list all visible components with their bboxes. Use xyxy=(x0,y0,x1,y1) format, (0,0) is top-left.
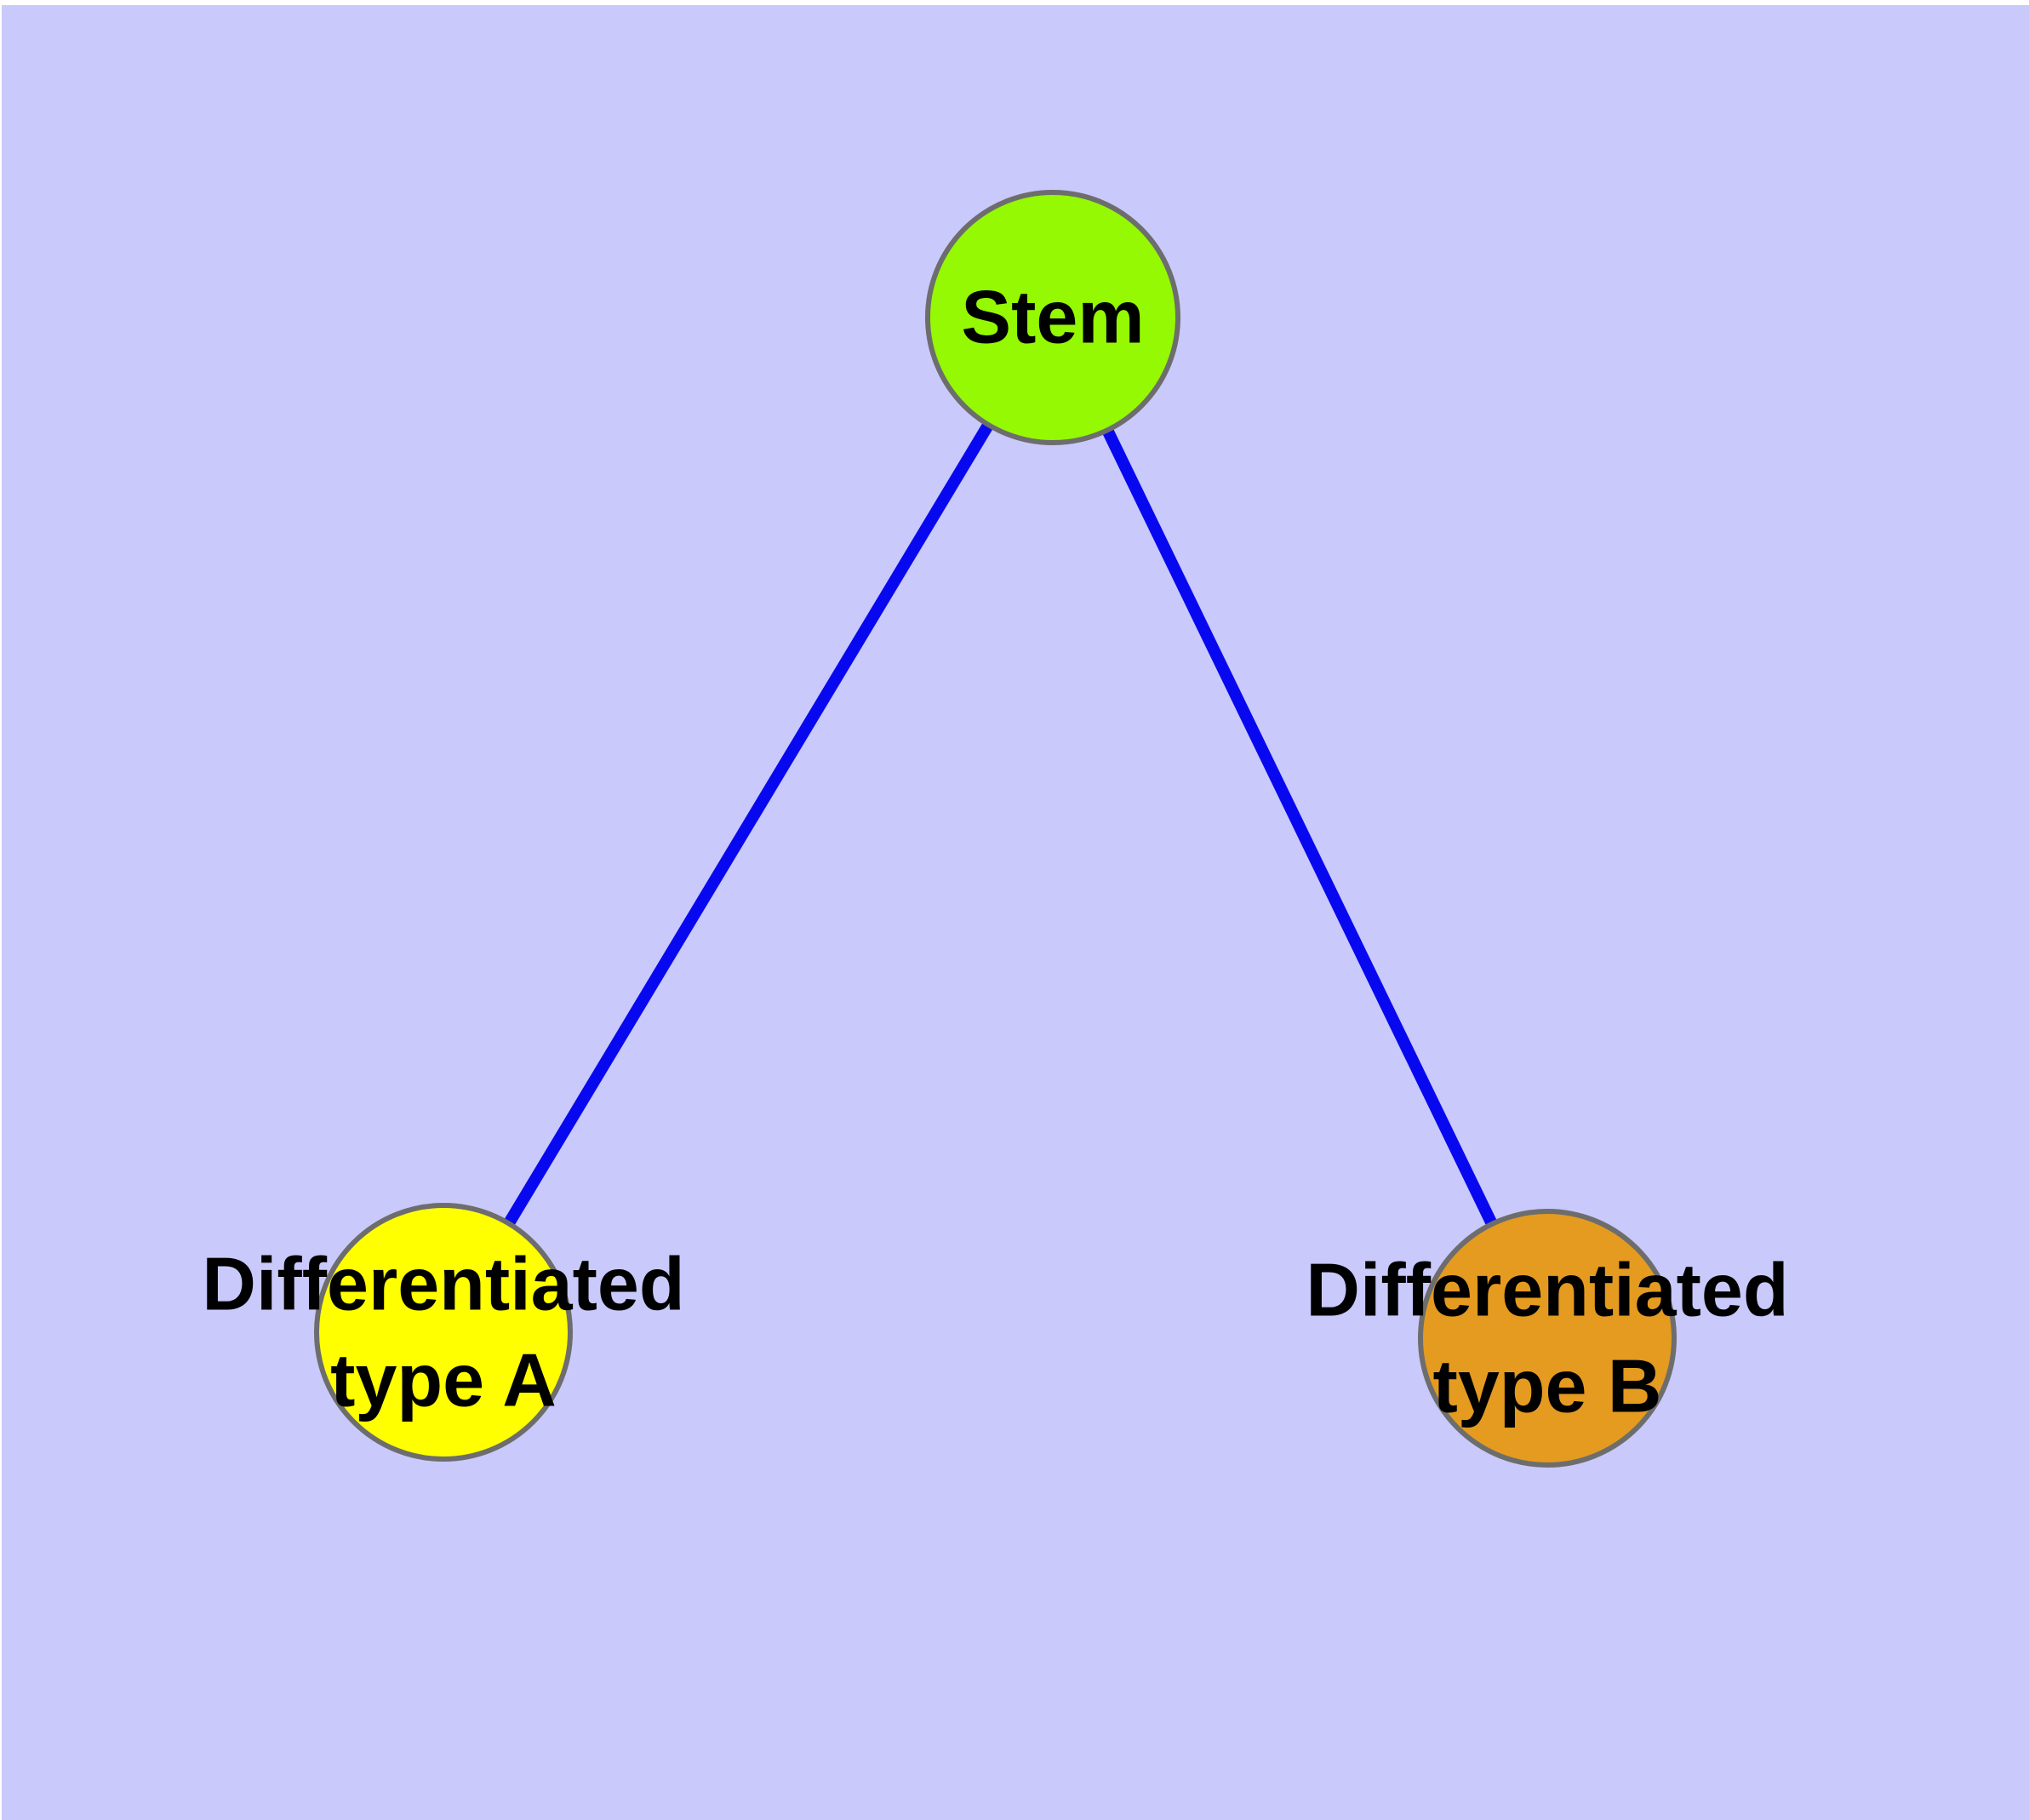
edge-stem-to-type-a xyxy=(437,314,1059,1336)
node-differentiated-type-b-label-line1: Differentiated xyxy=(1306,1247,1789,1332)
edge-stem-to-type-b xyxy=(1047,314,1553,1342)
node-differentiated-type-b-label: Differentiated type B xyxy=(1306,1242,1788,1434)
figure-left-margin xyxy=(0,0,2,1820)
figure-top-margin xyxy=(0,0,2029,5)
node-differentiated-type-a-label-line1: Differentiated xyxy=(202,1241,685,1326)
node-stem-label: Stem xyxy=(961,270,1144,366)
node-differentiated-type-b: Differentiated type B xyxy=(1306,1209,1789,1468)
node-stem: Stem xyxy=(925,190,1180,445)
node-differentiated-type-b-label-line2: type B xyxy=(1432,1343,1662,1428)
node-differentiated-type-a: Differentiated type A xyxy=(202,1203,685,1462)
node-differentiated-type-a-label: Differentiated type A xyxy=(202,1236,684,1428)
node-differentiated-type-a-label-line2: type A xyxy=(330,1337,557,1422)
node-stem-label-text: Stem xyxy=(961,274,1145,359)
